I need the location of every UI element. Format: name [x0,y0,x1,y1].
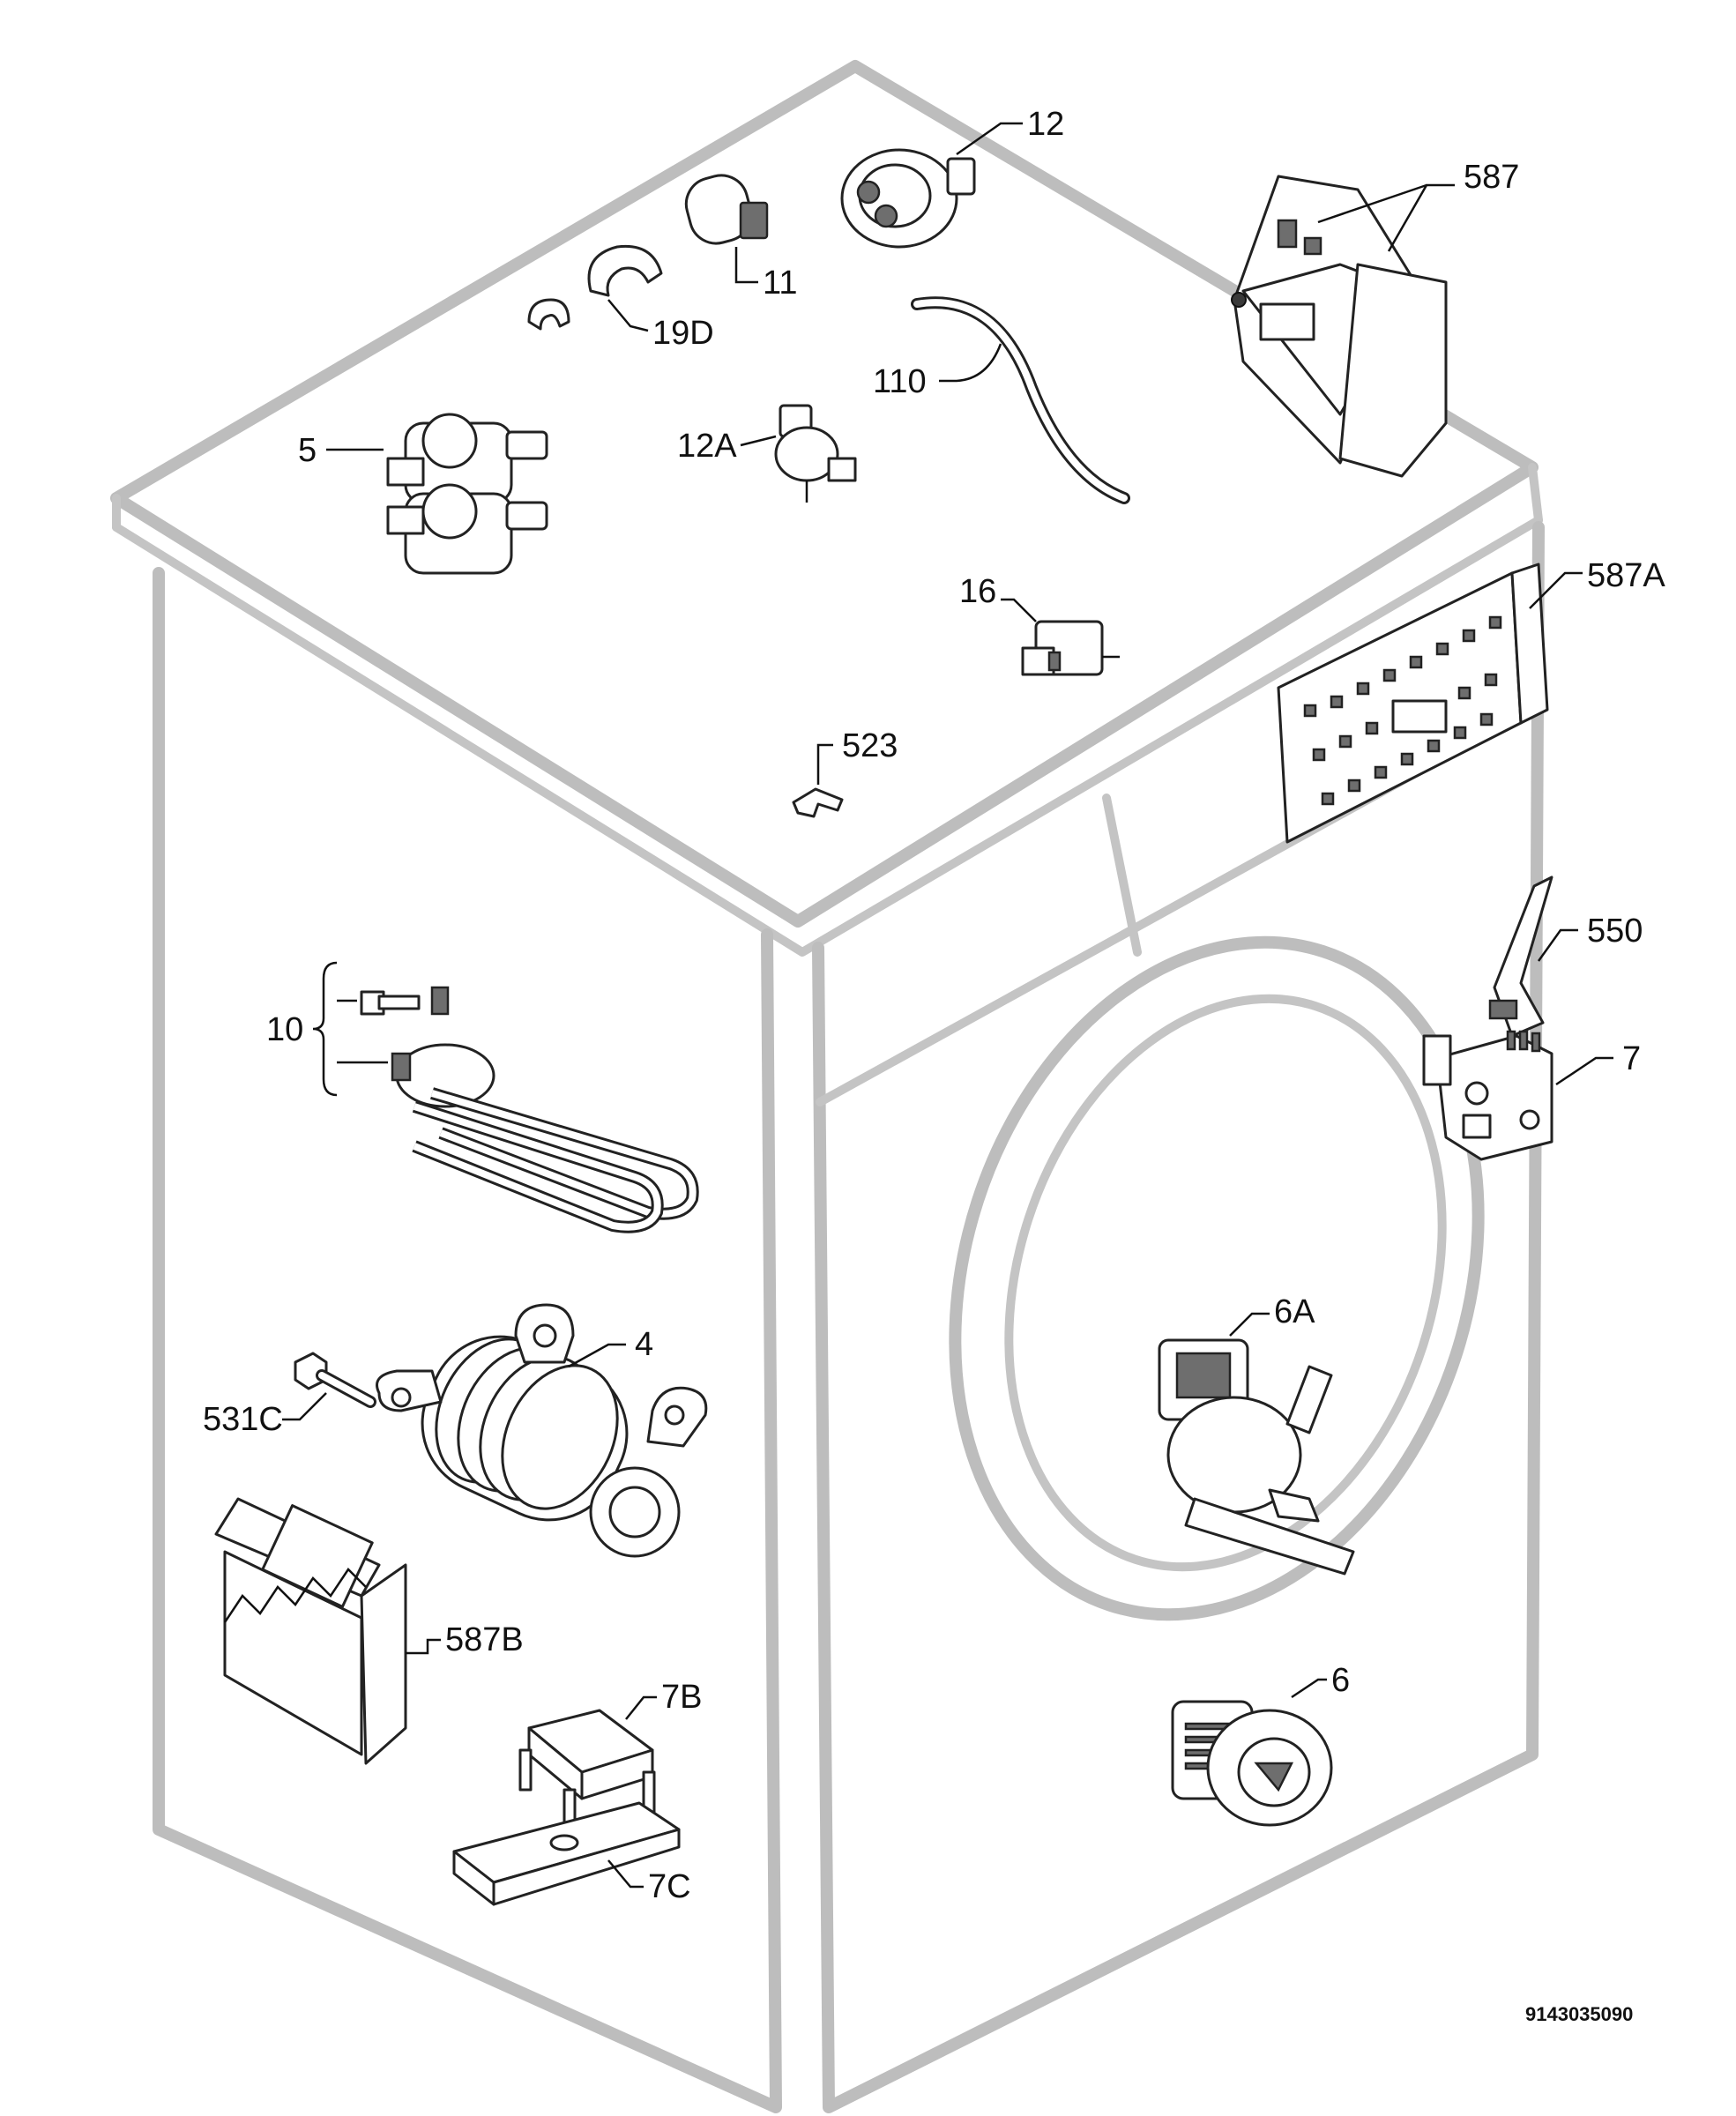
label-7: 7 [1622,1040,1641,1077]
part-7b-microswitch: 7B [518,1679,702,1831]
label-19d: 19D [652,315,714,352]
part-523-clip: 523 [792,727,898,818]
label-4: 4 [635,1326,653,1363]
part-587-electronic-module: 587 [1231,159,1519,478]
part-587a-control-board: 587A [1277,557,1665,844]
part-6a-drain-pump: 6A [1158,1293,1355,1576]
label-7b: 7B [661,1679,702,1716]
document-number: 9143035090 [1525,2003,1633,2025]
label-16: 16 [959,573,996,610]
part-6-pump-motor: 6 [1171,1662,1350,1827]
part-11-suppressor: 11 [684,174,797,302]
label-587: 587 [1464,159,1519,196]
motor-windings [435,1337,619,1510]
label-110: 110 [873,363,927,400]
label-12: 12 [1027,106,1064,143]
label-531c: 531C [203,1401,283,1438]
cabinet-outline [110,60,1545,2113]
part-16-switch: 16 [959,573,1120,676]
part-12-pressure-switch: 12 [840,106,1064,249]
part-531c-screw: 531C [203,1352,376,1438]
label-11: 11 [763,264,797,302]
label-6a: 6A [1274,1293,1315,1330]
part-7-door-lock: 7 [1422,1030,1641,1161]
label-523: 523 [842,727,898,764]
label-550: 550 [1587,913,1643,950]
lock-terminals [1506,1030,1541,1053]
part-12a-pressure-sensor: 12A [677,404,857,503]
part-5-inlet-valve: 5 [298,413,548,575]
label-587a: 587A [1587,557,1665,594]
part-19d-cable-clamp: 19D [527,244,714,352]
part-4-motor: 4 [376,1303,708,1558]
label-6: 6 [1331,1662,1350,1699]
part-587b-module: 587B [214,1497,524,1765]
part-7c-support-plate: 7C [452,1801,691,1906]
label-10: 10 [266,1011,303,1048]
label-12a: 12A [677,428,737,465]
board-components [1303,615,1502,806]
part-110-hose: 110 [873,296,1130,504]
part-550-door-lever: 550 [1488,875,1643,1038]
label-5: 5 [298,432,317,469]
label-7c: 7C [648,1868,691,1905]
label-587b: 587B [445,1621,524,1658]
part-10-heating-element: 10 [266,961,699,1233]
